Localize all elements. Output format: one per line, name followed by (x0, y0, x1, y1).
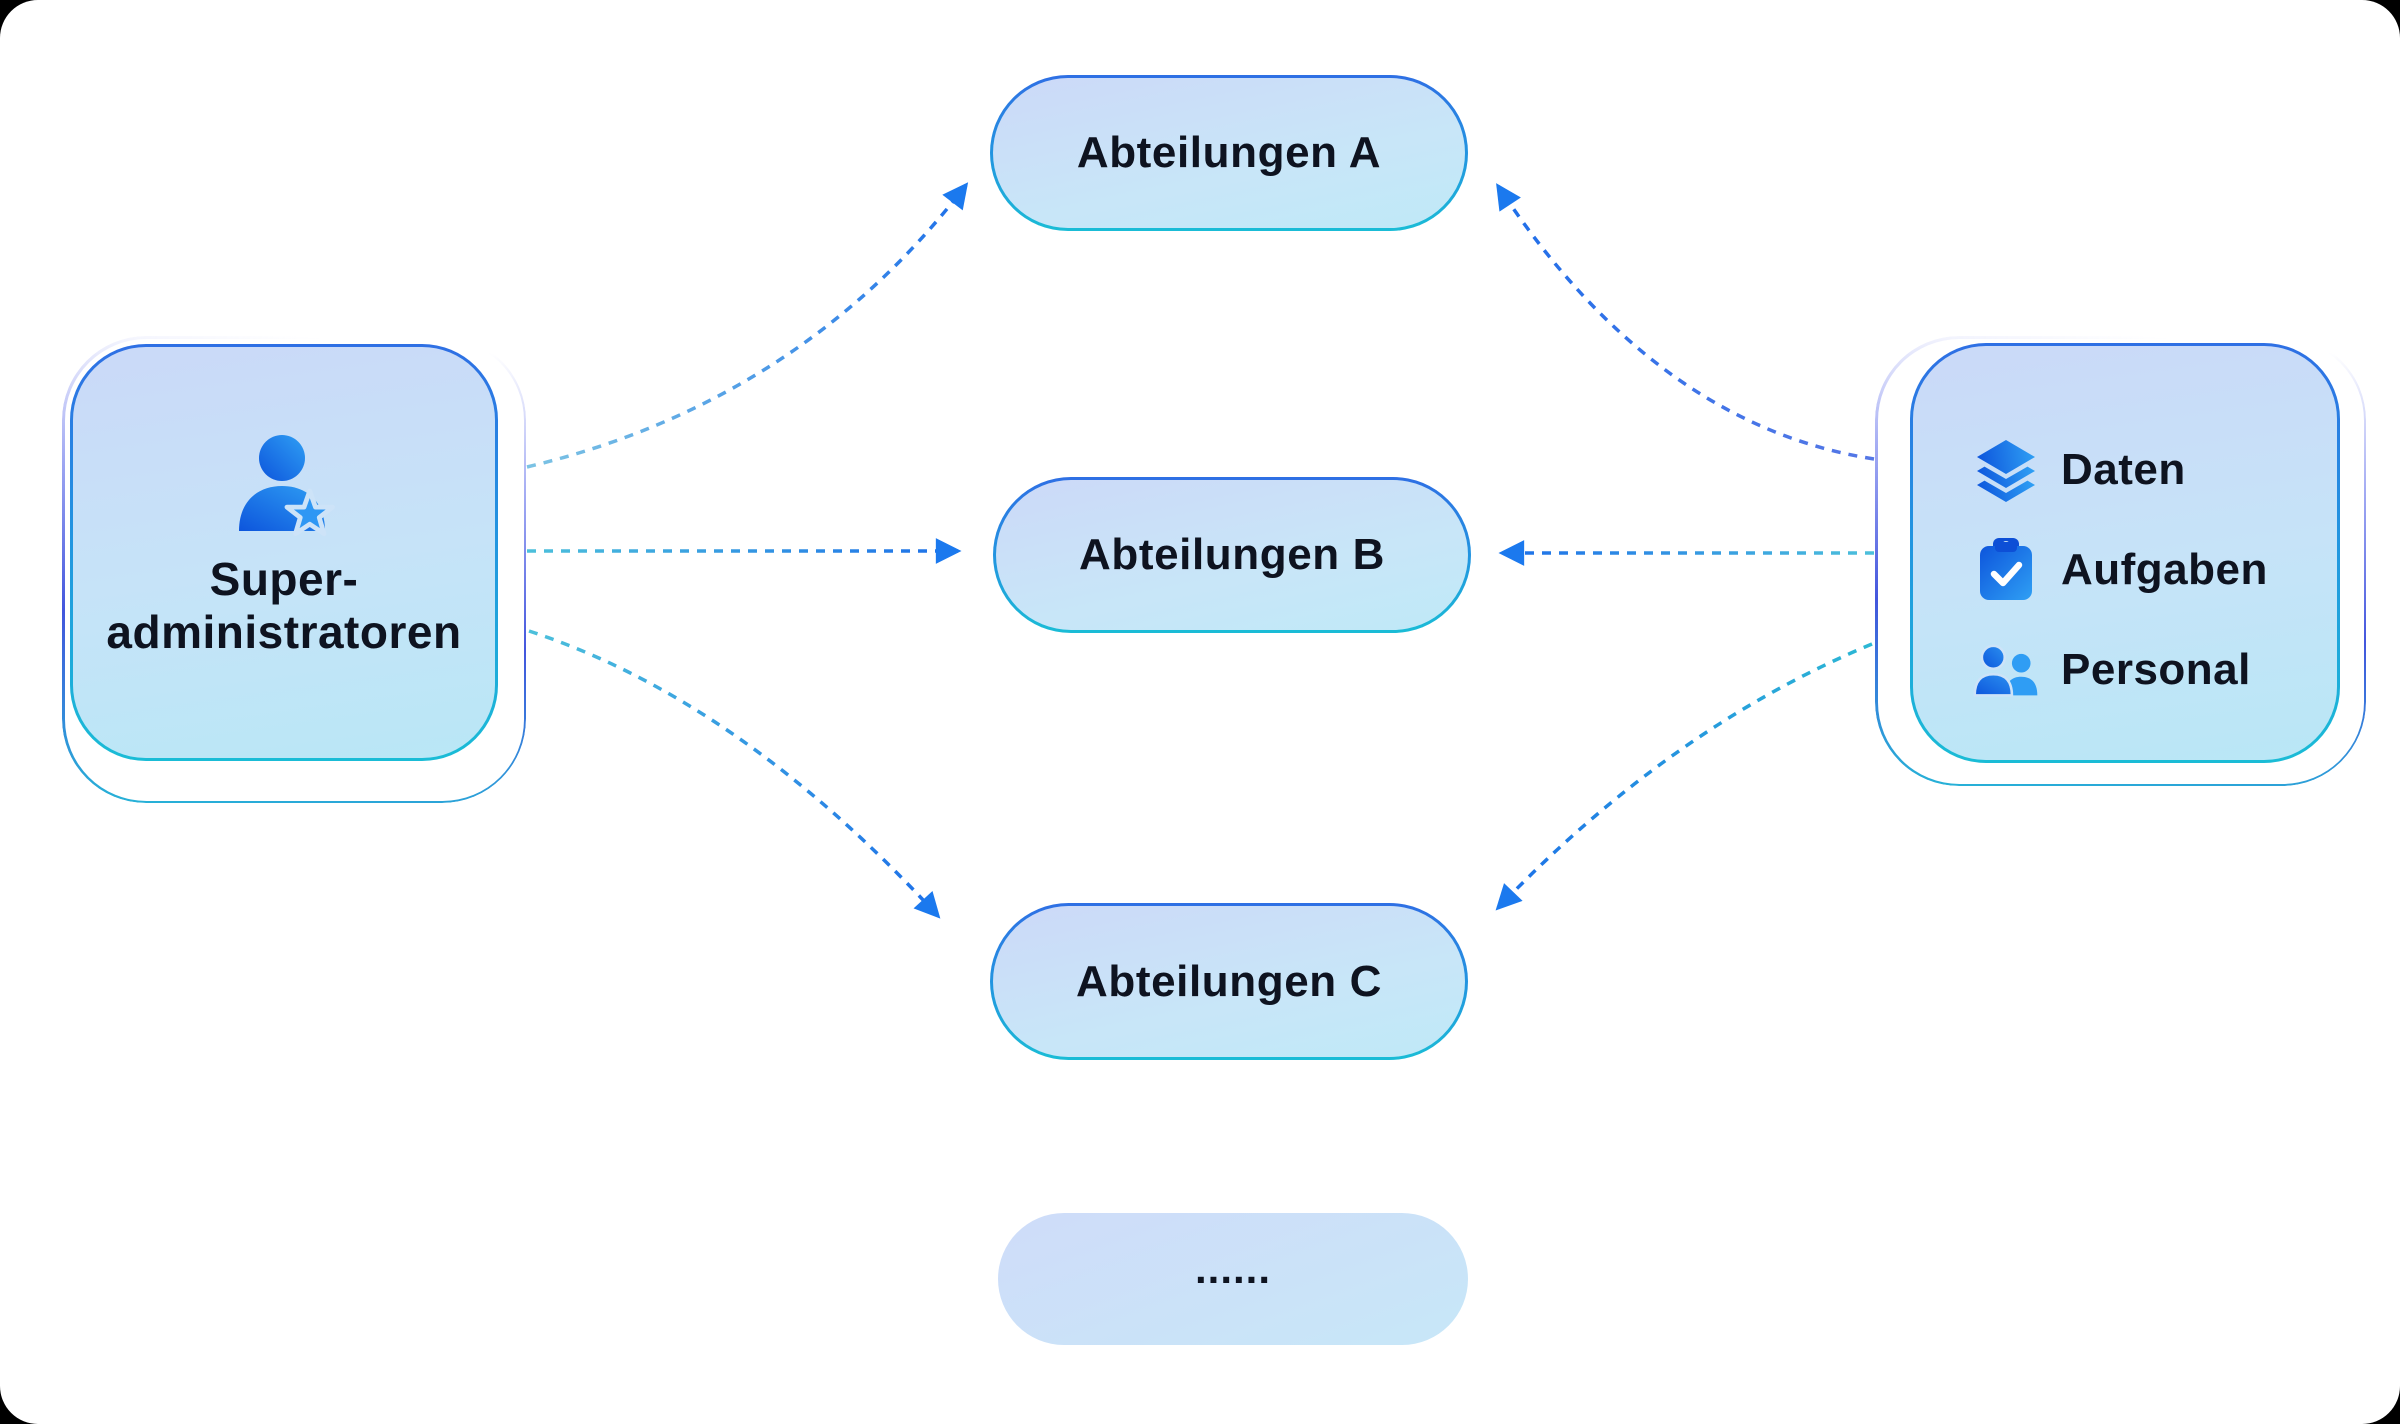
superadmin-title: Super- administratoren (106, 553, 461, 660)
user-star-icon (239, 435, 335, 537)
resource-row-daten: Daten (1973, 420, 2337, 520)
people-icon (1973, 637, 2039, 703)
department-c-label: Abteilungen C (1075, 956, 1382, 1006)
resource-row-aufgaben: Aufgaben (1973, 520, 2337, 620)
department-more-label: ...... (1194, 1245, 1271, 1292)
arrow-superadmin-to-a (526, 182, 969, 469)
resource-row-personal: Personal (1973, 620, 2337, 720)
resource-label-daten: Daten (2061, 445, 2186, 494)
department-b-node: Abteilungen B (993, 477, 1471, 633)
department-a-label: Abteilungen A (1076, 128, 1382, 177)
arrow-resources-to-a (1496, 183, 1875, 461)
resources-node: Daten Aufgaben (1910, 343, 2340, 763)
department-c-node: Abteilungen C (990, 903, 1468, 1060)
superadmin-node: Super- administratoren (70, 344, 498, 761)
arrow-superadmin-to-c (528, 629, 941, 919)
clipboard-check-icon (1973, 537, 2039, 603)
layers-icon (1973, 437, 2039, 503)
department-more-node: ...... (998, 1213, 1468, 1345)
department-b-label: Abteilungen B (1078, 530, 1385, 579)
superadmin-title-line2: administratoren (106, 606, 462, 659)
resource-label-aufgaben: Aufgaben (2061, 545, 2268, 594)
department-a-node: Abteilungen A (990, 75, 1468, 231)
superadmin-title-line1: Super- (209, 553, 359, 605)
resource-label-personal: Personal (2061, 645, 2251, 694)
arrow-resources-to-c (1495, 642, 1873, 911)
